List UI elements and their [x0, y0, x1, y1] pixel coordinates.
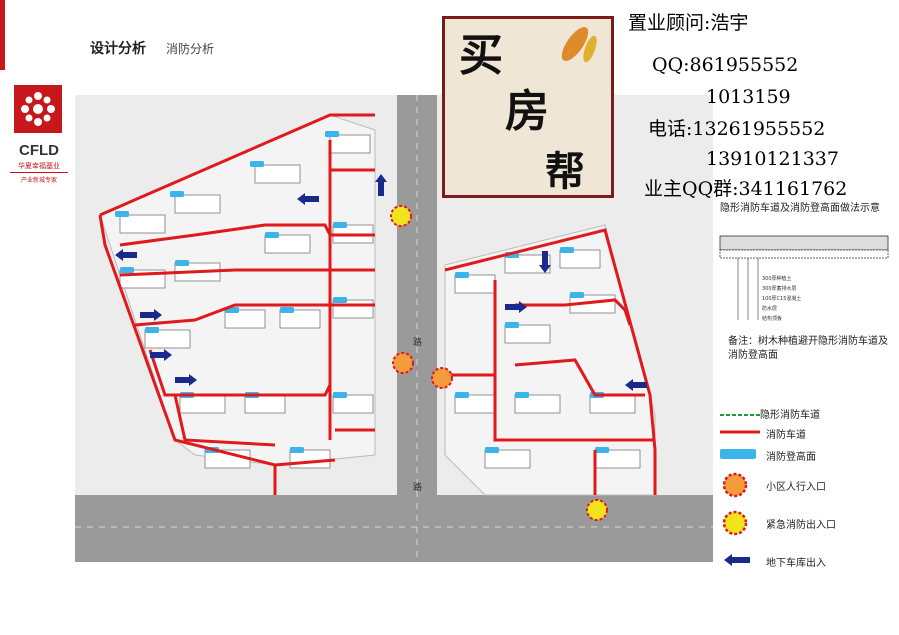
fire-ground-mark: [515, 392, 529, 398]
entrance-marker-east: [431, 367, 453, 389]
section-title: 隐形消防车道及消防登高面做法示意: [720, 203, 880, 214]
section-layer-2: 300厚蓄排水层: [762, 285, 797, 292]
emergency-marker-south: [586, 499, 608, 521]
fire-ground-mark: [280, 307, 294, 313]
section-layer-1: 300厚种植土: [762, 275, 792, 282]
legend-label: 小区人行入口: [766, 482, 826, 493]
fire-ground-mark: [170, 191, 184, 197]
legend-item-fire-ground: 消防登高面: [720, 446, 890, 468]
fire-ground-mark: [333, 222, 347, 228]
garage-arrow-icon: [724, 554, 750, 566]
fire-ground-mark: [560, 247, 574, 253]
legend-label: 消防登高面: [766, 452, 816, 463]
qq-number-2: 1013159: [706, 86, 791, 108]
company-slogan: 产业新城专家: [20, 177, 57, 184]
legend-item-garage: 地下车库出入: [720, 552, 890, 574]
owner-qq-group: 业主QQ群:341161762: [644, 178, 848, 200]
garage-arrows: [115, 174, 647, 391]
garage-arrow-icon: [175, 374, 197, 386]
fire-analysis-site-plan: 路 路: [75, 95, 713, 562]
fire-lanes: [98, 113, 657, 495]
legend-item-emergency: 紧急消防出入口: [720, 508, 890, 538]
entrance-swatch-icon: [722, 472, 748, 498]
phone-number: 电话:13261955552: [648, 118, 826, 140]
section-layer-4: 防水层: [762, 305, 777, 312]
fire-ground-mark: [333, 392, 347, 398]
garage-arrow-icon: [140, 309, 162, 321]
cfld-logo-icon: [14, 85, 62, 133]
section-layer-3: 100厚C15混凝土: [762, 295, 801, 302]
legend-label: 隐形消防车道: [760, 410, 820, 421]
brand-accent-bar: [0, 0, 5, 70]
brand-divider: [10, 172, 68, 173]
stamp-char-3: 帮: [545, 148, 585, 195]
fire-ground-mark: [265, 232, 279, 238]
fire-lane-swatch-icon: [720, 430, 760, 434]
fire-ground-mark: [570, 292, 584, 298]
fire-ground-mark: [250, 161, 264, 167]
garage-arrow-icon: [375, 174, 387, 196]
pedestrian-entrances: [392, 352, 453, 389]
road-label-north: 路: [413, 336, 422, 348]
stamp-char-2: 房: [505, 86, 549, 137]
garage-arrow-icon: [539, 251, 551, 273]
fire-ground-mark: [485, 447, 499, 453]
fire-ground-mark: [333, 297, 347, 303]
page-subtitle: 消防分析: [166, 42, 215, 56]
entrance-marker-west: [392, 352, 414, 374]
phone-number-2: 13910121337: [706, 148, 839, 170]
garage-arrow-icon: [115, 249, 137, 261]
west-buildings: [119, 134, 374, 469]
fire-ground-swatch-icon: [720, 449, 756, 459]
brand-sidebar: CFLD 华夏幸福基业 产业新城专家: [0, 0, 75, 635]
fire-ground-mark: [145, 327, 159, 333]
garage-arrow-icon: [625, 379, 647, 391]
maifangbang-stamp: 买 房 帮: [442, 16, 614, 198]
fire-ground-mark: [505, 322, 519, 328]
emergency-swatch-icon: [722, 510, 748, 536]
garage-arrow-icon: [505, 301, 527, 313]
emergency-entrances: [390, 205, 608, 521]
consultant-name: 置业顾问:浩宇: [628, 12, 749, 34]
fire-ground-mark: [120, 267, 134, 273]
fire-ground-mark: [595, 447, 609, 453]
legend-item-hidden-lane: 隐形消防车道: [720, 407, 890, 429]
fire-ground-mark: [290, 447, 304, 453]
fire-ground-mark: [455, 272, 469, 278]
stamp-char-1: 买: [459, 30, 503, 81]
company-abbr: CFLD: [19, 142, 59, 159]
fire-ground-mark: [455, 392, 469, 398]
garage-arrow-icon: [297, 193, 319, 205]
legend-item-fire-lane: 消防车道: [720, 424, 890, 446]
legend-item-entrance: 小区人行入口: [720, 470, 890, 500]
east-buildings: [454, 249, 641, 469]
road-label-south: 路: [413, 481, 422, 493]
fire-ground-mark: [115, 211, 129, 217]
legend-label: 紧急消防出入口: [766, 520, 836, 531]
garage-arrow-icon: [150, 349, 172, 361]
qq-number: QQ:861955552: [652, 54, 799, 76]
section-note: 备注：树木种植避开隐形消防车道及消防登高面: [728, 336, 888, 361]
company-name: 华夏幸福基业: [18, 162, 60, 170]
legend-label: 消防车道: [766, 430, 806, 441]
fish-logo-icon: [561, 26, 597, 63]
section-layer-5: 结构顶板: [762, 315, 782, 322]
emergency-marker-north: [390, 205, 412, 227]
section-diagram: 300厚种植土 300厚蓄排水层 100厚C15混凝土 防水层 结构顶板: [719, 235, 889, 322]
hidden-lane-swatch-icon: [720, 414, 760, 416]
fire-ground-mark: [325, 131, 339, 137]
fire-ground-mark: [175, 260, 189, 266]
legend-label: 地下车库出入: [766, 558, 826, 569]
south-road: [75, 495, 713, 562]
page-title: 设计分析: [90, 41, 146, 57]
